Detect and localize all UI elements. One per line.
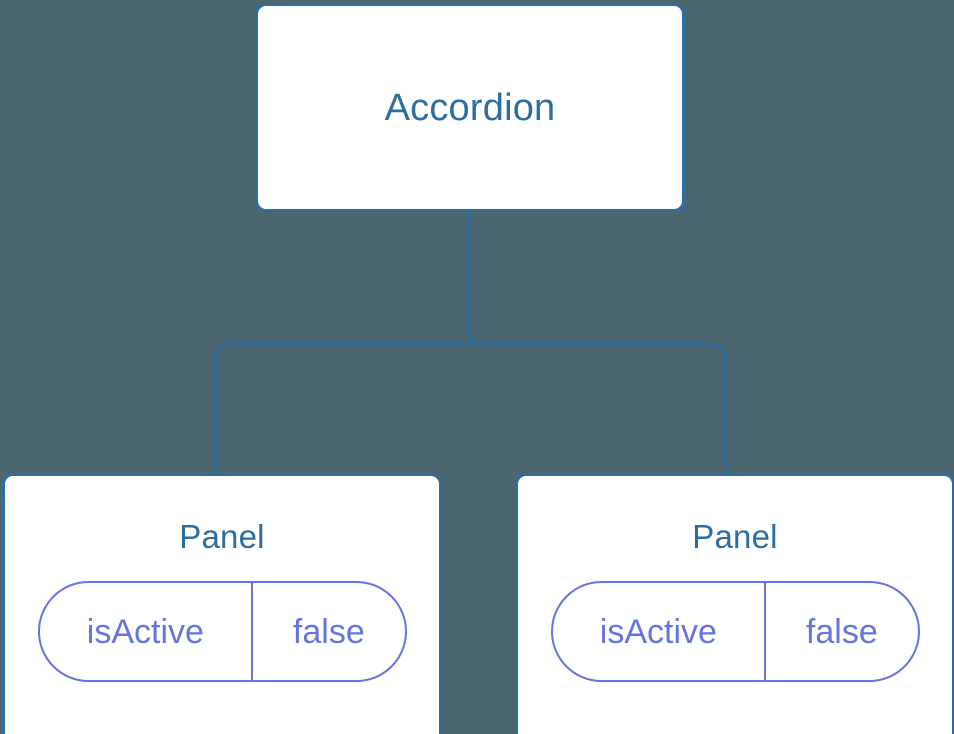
node-panel-1-prop-key: isActive: [40, 583, 254, 680]
node-panel-1[interactable]: Panel isActive false: [2, 473, 442, 734]
node-panel-2-title: Panel: [692, 518, 778, 555]
node-panel-1-prop-pill[interactable]: isActive false: [37, 581, 407, 682]
node-panel-2-prop-key: isActive: [553, 583, 767, 680]
node-panel-1-prop-value: false: [292, 612, 365, 651]
connector-child-bus: [213, 342, 728, 474]
node-accordion[interactable]: Accordion: [255, 3, 685, 212]
node-panel-2-prop-pill[interactable]: isActive false: [550, 581, 920, 682]
node-panel-2-prop-value: false: [805, 612, 878, 651]
node-accordion-title: Accordion: [384, 86, 556, 129]
node-panel-2[interactable]: Panel isActive false: [515, 473, 954, 734]
node-panel-1-title: Panel: [179, 518, 265, 555]
